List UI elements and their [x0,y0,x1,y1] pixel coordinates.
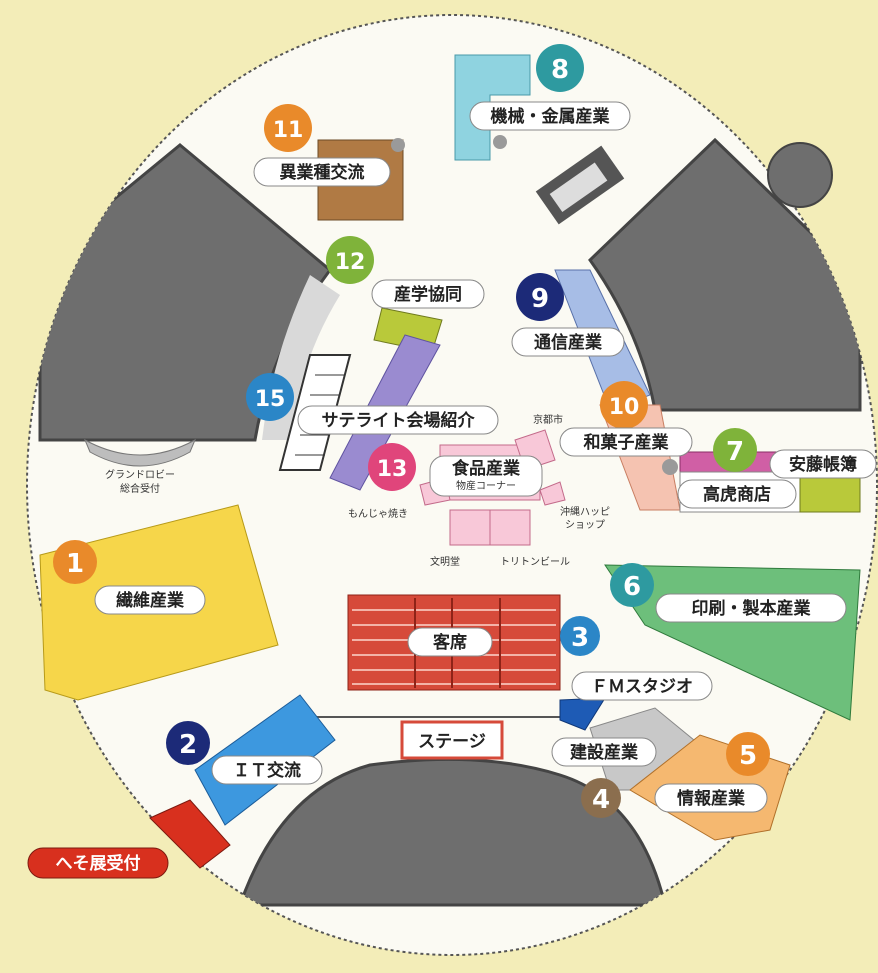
svg-text:高虎商店: 高虎商店 [703,484,771,505]
label-8[interactable]: 機械・金属産業 [469,101,631,131]
svg-text:15: 15 [255,387,286,412]
reception-button[interactable]: へそ展受付 [27,847,169,879]
shop-label: ショップ [565,519,605,531]
svg-text:6: 6 [623,572,641,602]
booth-10-pillar [662,459,678,475]
svg-text:ＦＭスタジオ: ＦＭスタジオ [591,677,693,697]
booth-ando[interactable] [799,477,861,513]
svg-text:通信産業: 通信産業 [534,332,602,353]
stage[interactable] [400,720,504,760]
triton-label: トリトンビール [500,556,570,568]
badge-13: 13 [368,443,416,491]
badge-9: 9 [516,273,564,321]
label-ando[interactable]: 安藤帳簿 [769,449,877,479]
monja-label: もんじゃ焼き [348,508,408,520]
svg-text:機械・金属産業: 機械・金属産業 [491,106,610,127]
badge-12: 12 [326,236,374,284]
svg-text:11: 11 [273,118,304,143]
booth-2-red [149,799,231,869]
label-1[interactable]: 繊維産業 [94,585,206,615]
badge-4: 4 [581,778,621,818]
label-seats: 客席 [407,627,493,657]
label-2[interactable]: ＩＴ交流 [211,755,323,785]
svg-text:物産コーナー: 物産コーナー [456,479,516,492]
svg-text:情報産業: 情報産業 [677,788,745,809]
svg-text:異業種交流: 異業種交流 [280,162,365,183]
booth-8-machine-inner [549,162,608,213]
badge-8: 8 [536,44,584,92]
svg-text:建設産業: 建設産業 [570,742,638,763]
grand-lobby-arc [83,438,197,467]
svg-text:7: 7 [726,437,744,467]
svg-text:4: 4 [592,785,610,815]
label-6[interactable]: 印刷・製本産業 [655,593,847,623]
svg-text:8: 8 [551,55,569,85]
svg-text:客席: 客席 [432,632,467,653]
label-12[interactable]: 産学協同 [371,279,485,309]
badge-7: 7 [713,428,757,472]
label-5[interactable]: 情報産業 [654,783,768,813]
svg-text:ＩＴ交流: ＩＴ交流 [233,760,301,781]
label-9[interactable]: 通信産業 [511,327,625,357]
badge-3: 3 [560,616,600,656]
badge-2: 2 [166,721,210,765]
label-10[interactable]: 和菓子産業 [559,427,693,457]
badge-1: 1 [53,540,97,584]
svg-text:13: 13 [377,457,408,482]
badge-6: 6 [610,563,654,607]
label-11[interactable]: 異業種交流 [253,157,391,187]
svg-text:産学協同: 産学協同 [394,284,462,305]
kyoto-label: 京都市 [533,413,563,426]
okinawa-label: 沖縄ハッピ [560,505,610,518]
grand-lobby-label: グランドロビー [105,468,175,481]
seating-south [237,757,667,907]
svg-text:3: 3 [571,623,589,653]
svg-text:安藤帳簿: 安藤帳簿 [789,454,857,475]
general-desk-label: 総合受付 [120,482,160,495]
badge-10: 10 [600,381,648,429]
label-7[interactable]: 高虎商店 [677,479,797,509]
stage-label: ステージ [418,732,486,752]
booth-8[interactable] [454,54,531,161]
svg-text:へそ展受付: へそ展受付 [56,853,141,874]
label-3[interactable]: ＦＭスタジオ [571,671,713,701]
bunmeido-label: 文明堂 [430,555,460,568]
svg-text:1: 1 [66,549,84,579]
booth-11-pillar [391,138,405,152]
svg-text:10: 10 [609,395,640,420]
label-4[interactable]: 建設産業 [551,737,657,767]
badge-11: 11 [264,104,312,152]
svg-text:印刷・製本産業: 印刷・製本産業 [692,598,811,619]
svg-text:9: 9 [531,284,549,314]
booth-8-pillar [493,135,507,149]
badge-15: 15 [246,373,294,421]
svg-text:2: 2 [179,730,197,760]
svg-text:12: 12 [335,250,366,275]
badge-5: 5 [726,732,770,776]
svg-text:サテライト会場紹介: サテライト会場紹介 [322,410,476,431]
svg-text:5: 5 [739,741,757,771]
svg-text:食品産業: 食品産業 [452,458,520,479]
seating-northeast-annex [767,142,833,208]
svg-text:和菓子産業: 和菓子産業 [584,432,669,453]
svg-text:繊維産業: 繊維産業 [116,590,184,611]
label-15[interactable]: サテライト会場紹介 [297,405,499,435]
